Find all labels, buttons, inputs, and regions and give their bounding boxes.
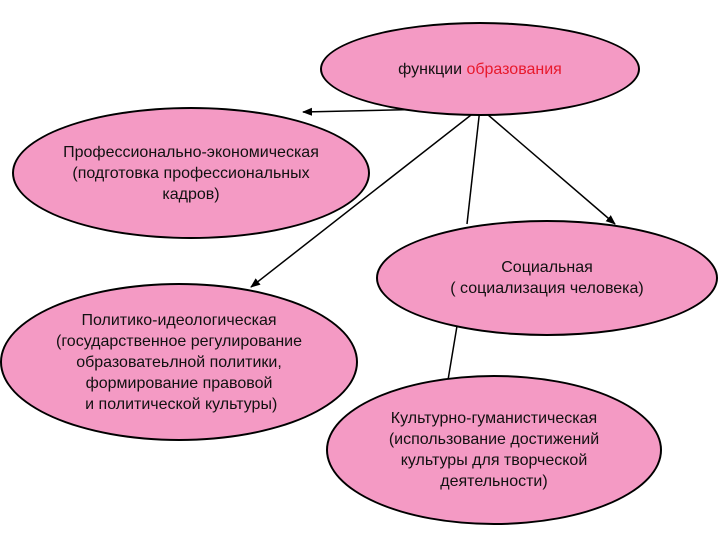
- node-text-line: формирование правовой: [85, 374, 273, 392]
- node-text-line: Профессионально-экономическая: [63, 143, 319, 161]
- node-cultural-humanistic: Культурно-гуманистическая (использование…: [326, 375, 662, 525]
- root-title: функции образования: [398, 59, 562, 80]
- arrow-root-to-social: [479, 107, 616, 225]
- node-professional-economic: Профессионально-экономическая (подготовк…: [12, 107, 370, 239]
- node-text-line: кадров): [162, 185, 220, 203]
- node-text-line: Политико-идеологическая: [81, 311, 277, 329]
- node-text-line: (использование достижений: [388, 431, 600, 448]
- arrow-root-to-social-stem: [466, 107, 481, 225]
- node-text-line: и политической культуры): [80, 395, 278, 413]
- root-highlight: образования: [466, 60, 562, 78]
- node-text-line: деятельности): [440, 473, 548, 490]
- node-text-line: (подготовка профессиональных: [72, 164, 310, 182]
- node-text-line: Социальная: [501, 259, 593, 276]
- node-political-ideological: Политико-идеологическая (государственное…: [0, 283, 358, 441]
- arrow-root-to-political: [250, 107, 481, 288]
- node-text-line: ( социализация человека): [450, 280, 644, 297]
- node-text-line: культуры для творческой: [400, 452, 588, 469]
- node-text-line: образоватеьлной политики,: [76, 353, 282, 371]
- node-education-functions: функции образования: [320, 22, 640, 116]
- node-text-line: Культурно-гуманистическая: [390, 410, 598, 427]
- node-text-line: (государственное регулирование: [55, 332, 302, 350]
- node-social: Социальная ( социализация человека): [376, 220, 718, 336]
- root-prefix: функции: [398, 60, 462, 78]
